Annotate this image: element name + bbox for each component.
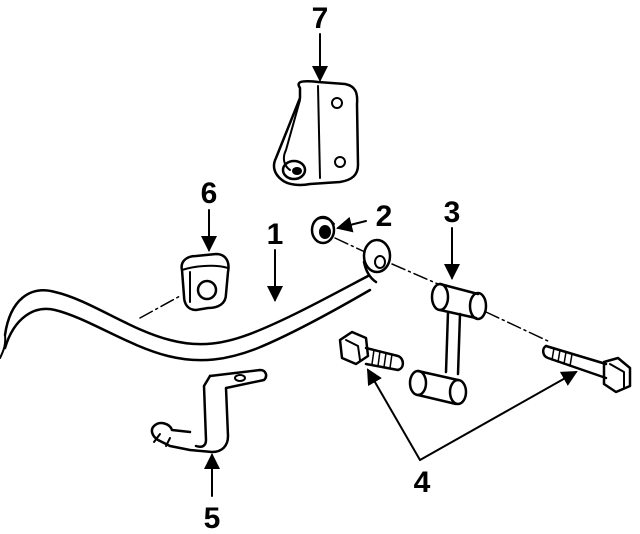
callout-1: 1 xyxy=(267,218,284,251)
callout-3: 3 xyxy=(444,196,461,229)
callout-5: 5 xyxy=(204,502,221,534)
leader-2 xyxy=(336,216,367,233)
leader-lines xyxy=(201,33,578,497)
mounting-bracket xyxy=(272,80,360,187)
callout-2: 2 xyxy=(376,200,393,233)
stabilizer-bar xyxy=(0,237,551,362)
callouts: 7 6 1 2 3 4 5 xyxy=(201,2,461,534)
bushing-bracket xyxy=(150,368,268,454)
leader-4a xyxy=(366,368,421,461)
mounting-bolt-short xyxy=(338,330,405,372)
mounting-bolt-long xyxy=(542,344,632,394)
callout-6: 6 xyxy=(201,177,218,210)
bushing-nut xyxy=(310,215,336,245)
callout-7: 7 xyxy=(312,2,329,35)
leader-4b xyxy=(419,371,578,461)
stabilizer-link xyxy=(408,282,488,406)
callout-4: 4 xyxy=(414,466,431,499)
bar-bushing xyxy=(180,252,230,312)
